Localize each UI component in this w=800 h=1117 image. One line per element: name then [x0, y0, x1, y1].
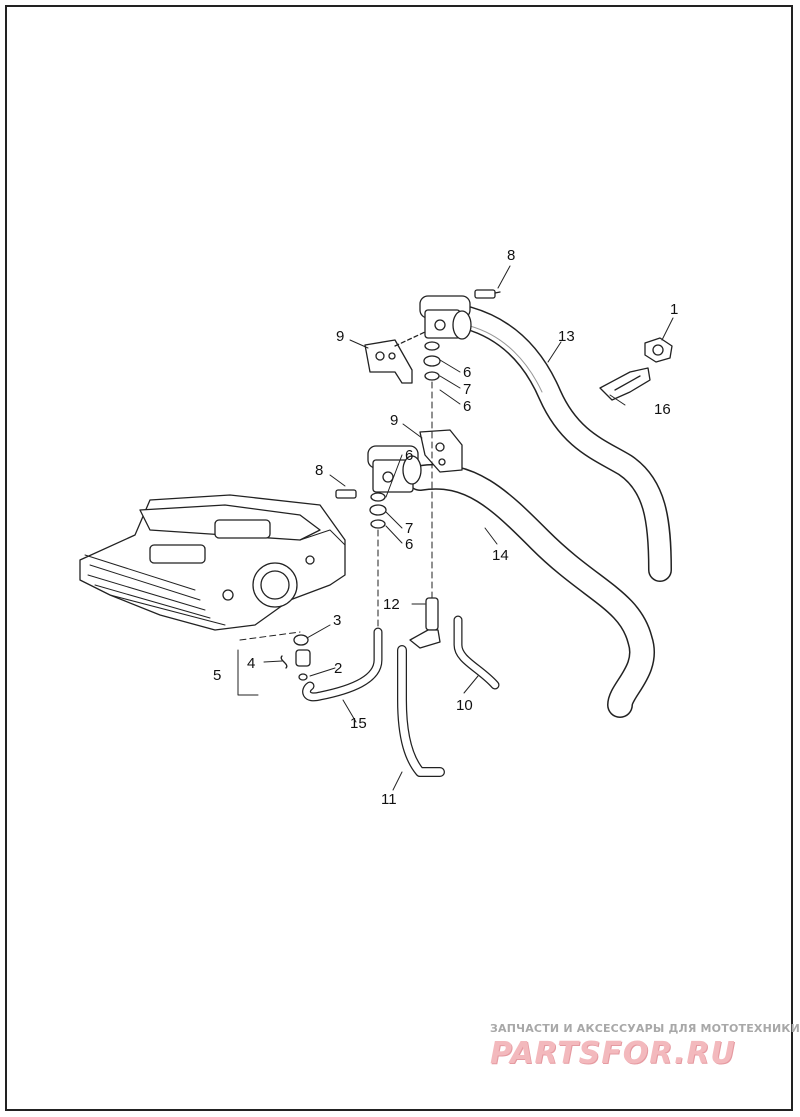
callout-16: 16: [654, 401, 671, 418]
callout-9-lower: 9: [390, 412, 399, 429]
callout-2: 2: [334, 660, 343, 677]
nut-1: [644, 337, 673, 363]
valve-upper: [419, 289, 501, 340]
hose-14: [456, 306, 672, 582]
callout-12: 12: [383, 596, 400, 613]
callout-1: 1: [670, 301, 679, 318]
cylinder-head: [79, 494, 346, 631]
callout-7-b: 7: [405, 520, 414, 537]
tube-10: [453, 615, 500, 690]
clip-16: [599, 367, 651, 401]
diagram-frame: [5, 5, 793, 1111]
gaskets-upper: [423, 341, 441, 381]
callout-14: 13: [558, 328, 575, 345]
callout-8-upper: 8: [507, 247, 516, 264]
callout-11: 11: [381, 791, 397, 808]
callout-5: 5: [213, 667, 222, 684]
tube-13: [302, 627, 383, 702]
callout-6-d: 6: [405, 536, 414, 553]
tee-12: [409, 597, 441, 649]
watermark-logo: PARTSFOR.RU: [490, 1036, 736, 1071]
leader-lines: [263, 265, 674, 791]
callout-9-upper: 9: [336, 328, 345, 345]
callout-4: 4: [247, 655, 256, 672]
callout-6-c: 6: [405, 447, 414, 464]
callout-6-a: 6: [463, 364, 472, 381]
fitting-group: [237, 634, 311, 696]
hose-15: [407, 463, 655, 718]
bracket-9-lower: [419, 429, 463, 473]
tube-11: [397, 645, 445, 777]
callout-10: 10: [456, 697, 473, 714]
assembly-lines: [239, 381, 433, 641]
callout-7-a: 7: [463, 381, 472, 398]
callout-13: 15: [350, 715, 367, 732]
callout-8-lower: 8: [315, 462, 324, 479]
callout-6-b: 6: [463, 398, 472, 415]
gaskets-lower: [369, 492, 387, 529]
bracket-9-upper: [364, 331, 426, 384]
watermark-tagline: ЗАПЧАСТИ И АКСЕССУАРЫ ДЛЯ МОТОТЕХНИКИ: [490, 1022, 800, 1035]
callout-15: 14: [492, 547, 509, 564]
valve-lower: [335, 445, 422, 499]
callout-3: 3: [333, 612, 342, 629]
